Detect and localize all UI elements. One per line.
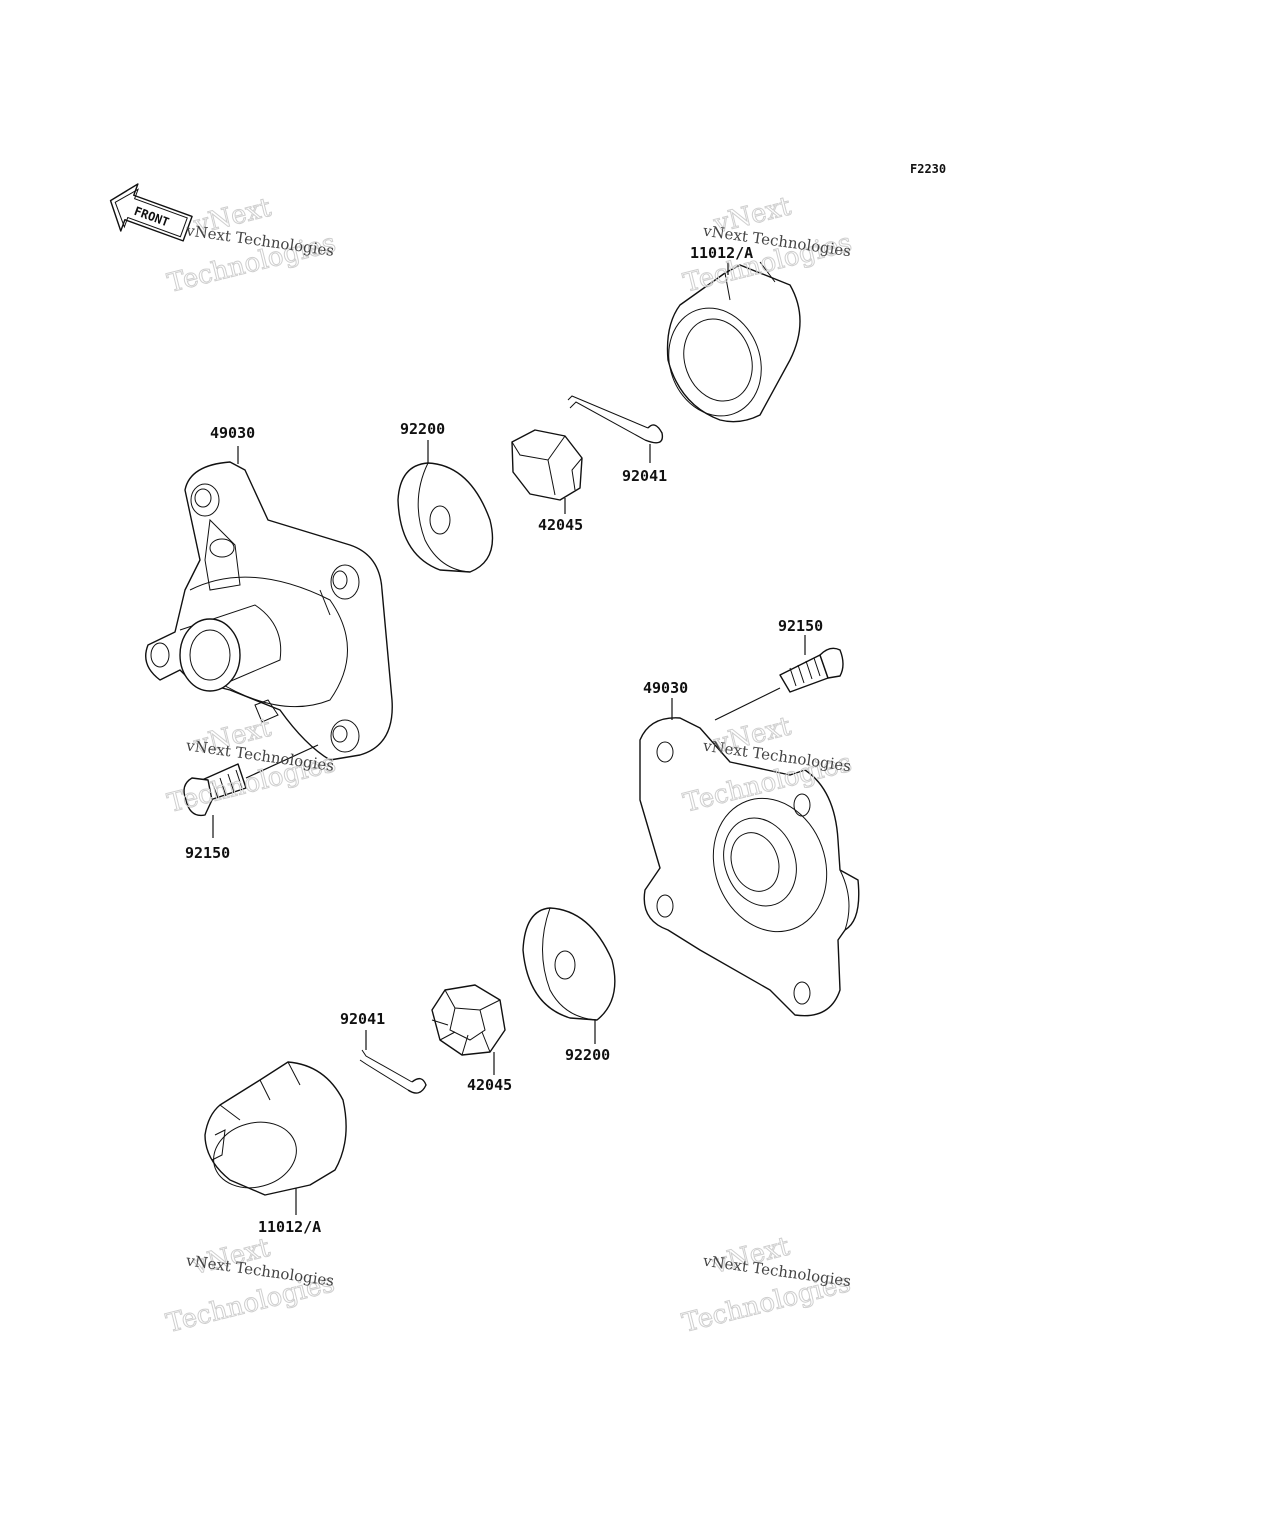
label-pin-bottom: 92041 — [340, 1010, 385, 1028]
right-bolt-part — [779, 647, 844, 693]
right-hub-part — [639, 717, 860, 1017]
bottom-washer-part — [522, 907, 616, 1021]
label-nut-bottom: 42045 — [467, 1076, 512, 1094]
bottom-cotter-pin-part — [359, 1049, 427, 1094]
top-cap-part — [666, 261, 801, 423]
top-washer-part — [397, 462, 494, 573]
label-hub-right: 49030 — [643, 679, 688, 697]
label-bolt-left: 92150 — [185, 844, 230, 862]
top-cotter-pin-part — [567, 395, 664, 444]
label-washer-top: 92200 — [400, 420, 445, 438]
label-bolt-right: 92150 — [778, 617, 823, 635]
diagram-code: F2230 — [910, 162, 946, 176]
label-cap-top: 11012/A — [690, 244, 753, 262]
front-arrow-icon: FRONT — [109, 183, 193, 242]
bottom-cap-part — [204, 1061, 347, 1196]
left-bolt-part — [183, 763, 247, 817]
left-hub-part — [145, 461, 393, 761]
label-washer-bottom: 92200 — [565, 1046, 610, 1064]
label-pin-top: 92041 — [622, 467, 667, 485]
label-cap-bottom: 11012/A — [258, 1218, 321, 1236]
top-nut-part — [511, 429, 583, 501]
label-hub-left: 49030 — [210, 424, 255, 442]
bottom-nut-part — [431, 984, 506, 1056]
label-nut-top: 42045 — [538, 516, 583, 534]
